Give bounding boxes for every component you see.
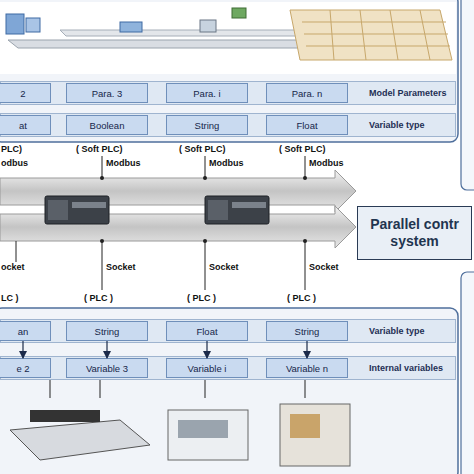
variable-box: Variable n [266, 358, 348, 378]
junction-dot [100, 239, 104, 243]
plc-label: ( PLC ) [287, 293, 316, 303]
variable-box: e 2 [0, 358, 51, 378]
box-text: Para. n [292, 88, 323, 99]
box-text: Variable 3 [86, 363, 128, 374]
protocol-label: Modbus [209, 158, 244, 168]
wire [16, 156, 305, 290]
box-text: Variable n [286, 363, 328, 374]
type-box: Float [166, 321, 248, 341]
pallet-area [290, 10, 452, 60]
box-text: Para. i [193, 88, 220, 99]
type-box: Float [266, 115, 348, 135]
plc-device [45, 196, 109, 224]
type-box: String [166, 115, 248, 135]
protocol-label: Modbus [106, 158, 141, 168]
packing-machine [280, 404, 350, 466]
protocol-label: Modbus [309, 158, 344, 168]
type-box: at [0, 115, 51, 135]
plc-module [232, 202, 266, 208]
type-band: Variable type at Boolean String Float [0, 113, 456, 137]
parameter-box: 2 [0, 83, 51, 103]
junction-dot [303, 239, 307, 243]
plc-label: ( PLC ) [187, 293, 216, 303]
box-text: e 2 [16, 363, 29, 374]
box-text: String [195, 120, 220, 131]
machine [200, 20, 216, 32]
plc-device [205, 196, 269, 224]
system-box: Parallel contr system [357, 206, 472, 260]
conveyor [8, 40, 310, 48]
bottom-panel [0, 308, 458, 474]
type-box: an [0, 321, 51, 341]
protocol-label: odbus [1, 158, 28, 168]
pallet-grid [302, 10, 450, 60]
machine [6, 14, 24, 34]
machine [120, 22, 142, 32]
plc-label: ( Soft PLC) [179, 144, 226, 154]
robot [232, 8, 246, 18]
junction-dot [100, 176, 104, 180]
side-panel [461, 0, 474, 190]
junction-dot [203, 176, 207, 180]
cutting-table [10, 420, 150, 460]
parameter-box: Para. 3 [66, 83, 148, 103]
plc-label: ( PLC ) [84, 293, 113, 303]
type-box: String [66, 321, 148, 341]
box-text: Float [196, 326, 217, 337]
box-text: Parallel contr system [358, 216, 471, 250]
plc-module [208, 200, 228, 220]
plc-label: ( Soft PLC) [76, 144, 123, 154]
box-text: an [18, 326, 29, 337]
connector-arrow [206, 341, 207, 358]
protocol-label: Socket [309, 262, 339, 272]
laser-window [178, 420, 228, 438]
top-panel [0, 0, 458, 142]
protocol-label: Socket [106, 262, 136, 272]
connector-arrow [22, 341, 23, 358]
protocol-label: Socket [209, 262, 239, 272]
leader-line [50, 380, 305, 398]
plc-module [48, 200, 68, 220]
carton [290, 414, 320, 438]
connector-arrow [106, 341, 107, 358]
box-text: at [19, 120, 27, 131]
parameter-box: Para. n [266, 83, 348, 103]
box-text: Boolean [90, 120, 125, 131]
type-band: Variable type an String Float String [0, 319, 456, 343]
box-text: Variable i [188, 363, 227, 374]
conveyor [60, 30, 306, 36]
row-label: Internal variables [369, 357, 457, 379]
plc-module [72, 202, 106, 208]
type-box: Boolean [66, 115, 148, 135]
box-text: String [295, 326, 320, 337]
row-label: Variable type [369, 320, 457, 342]
box-text: 2 [20, 88, 25, 99]
box-text: Float [296, 120, 317, 131]
plc-label: LC ) [1, 293, 19, 303]
row-label: Model Parameters [369, 82, 457, 104]
type-box: String [266, 321, 348, 341]
side-panel [461, 272, 474, 474]
box-text: Para. 3 [92, 88, 123, 99]
connector-arrow [306, 341, 307, 358]
laser-cutter [168, 410, 248, 460]
protocol-label: ocket [1, 262, 25, 272]
plc-label: ( Soft PLC) [279, 144, 326, 154]
junction-dot [203, 239, 207, 243]
variable-box: Variable 3 [66, 358, 148, 378]
illustration-bg [0, 2, 456, 74]
parameter-band: Model Parameters 2 Para. 3 Para. i Para. n [0, 81, 456, 105]
parameter-box: Para. i [166, 83, 248, 103]
cutting-gantry [30, 410, 100, 422]
box-text: String [95, 326, 120, 337]
junction-dot [303, 176, 307, 180]
plc-label: PLC) [1, 144, 22, 154]
variable-box: Variable i [166, 358, 248, 378]
row-label: Variable type [369, 114, 457, 136]
variable-band: Internal variables e 2 Variable 3 Variable … [0, 356, 456, 380]
machine [26, 18, 40, 32]
